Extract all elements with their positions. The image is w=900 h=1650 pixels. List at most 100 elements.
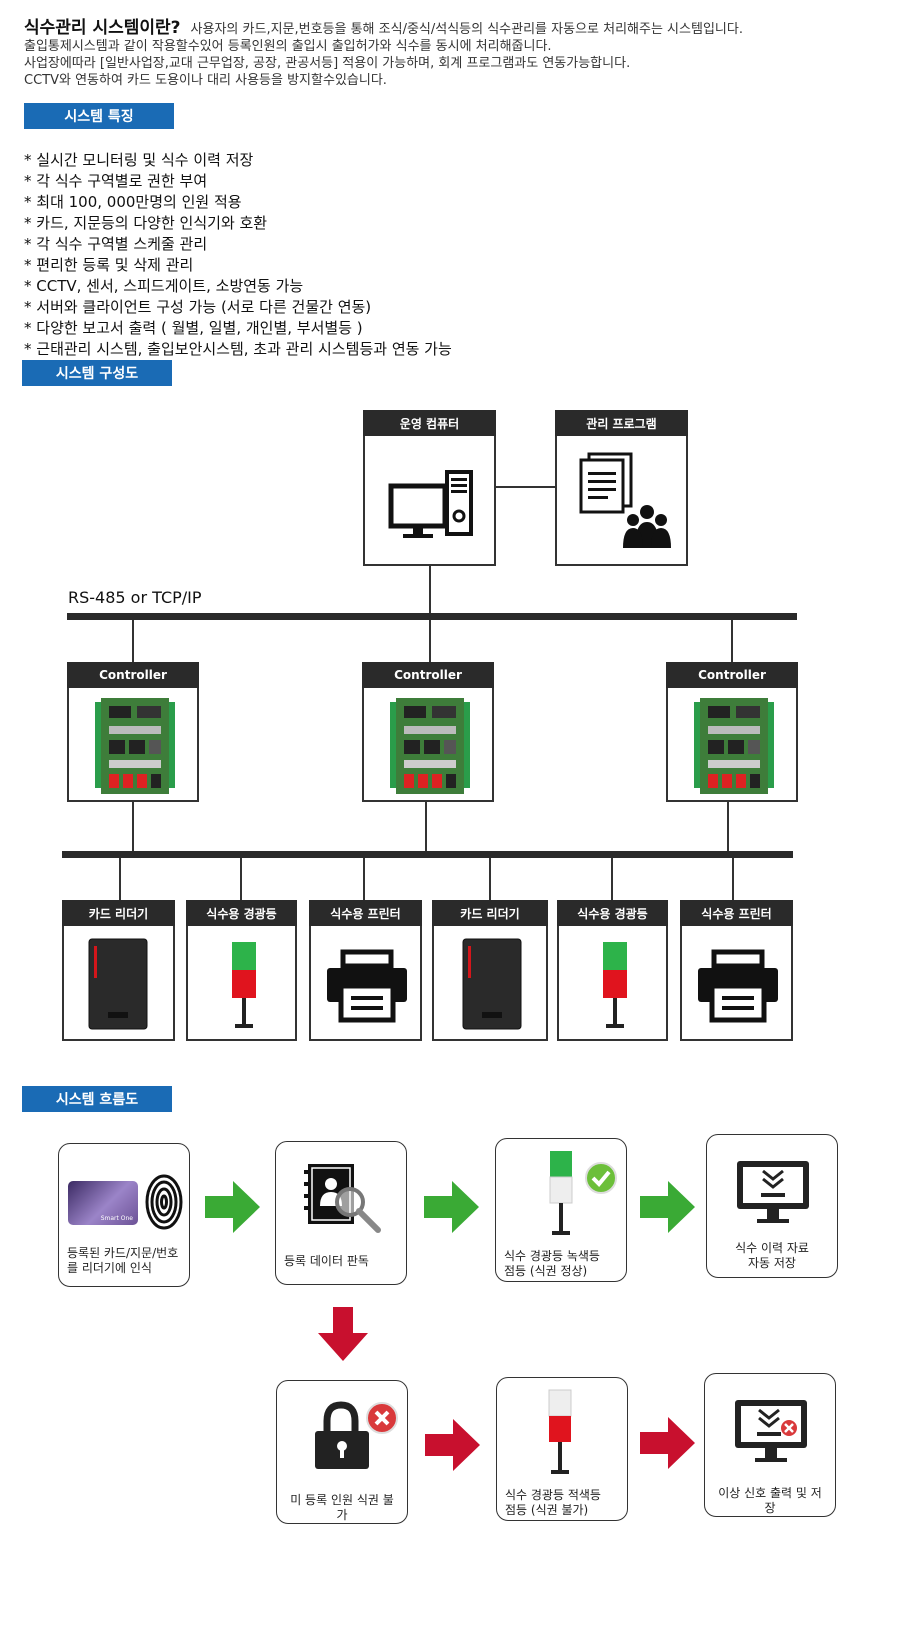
controller-box: Controller [666, 662, 798, 802]
connector-line [496, 486, 555, 488]
address-book-search-icon [304, 1164, 381, 1233]
signal-lamp-icon [603, 942, 627, 1028]
intro-line-3: 사업장에따라 [일반사업장,교대 근무업장, 공장, 관공서등] 적용이 가능하… [24, 56, 631, 71]
network-bus [67, 613, 797, 620]
connector-line [132, 802, 134, 852]
flow-section-title: 시스템 흐름도 [22, 1086, 172, 1112]
flow-caption: 식수 이력 자료 자동 저장 [735, 1241, 809, 1270]
device-label: 식수용 프린터 [309, 900, 422, 926]
intro-line-4: CCTV와 연동하여 카드 도용이나 대리 사용등을 방지할수있습니다. [24, 73, 387, 88]
card-brand-text: Smart One [100, 1215, 133, 1222]
connector-line [425, 802, 427, 852]
program-box: 관리 프로그램 [555, 410, 688, 566]
controller-label: Controller [67, 662, 199, 688]
connector-line [429, 566, 431, 614]
signal-lamp-box: 식수용 경광등 [186, 900, 297, 1041]
card-reader-icon [88, 938, 148, 1030]
flow-step-denied: 미 등록 인원 식권 불가 [276, 1380, 408, 1524]
flow-step-alert: 이상 신호 출력 및 저장 [704, 1373, 836, 1517]
flow-caption: 이상 신호 출력 및 저장 [718, 1486, 822, 1515]
intro-line-1: 사용자의 카드,지문,번호등을 통해 조식/중식/석식등의 식수관리를 자동으로… [190, 22, 743, 37]
controller-label: Controller [666, 662, 798, 688]
controller-box: Controller [362, 662, 494, 802]
red-down-arrow-icon [318, 1307, 368, 1361]
printer-box: 식수용 프린터 [309, 900, 422, 1041]
printer-icon [327, 949, 407, 1023]
flow-step-verify: 등록 데이터 판독 [275, 1141, 407, 1285]
printer-box: 식수용 프린터 [680, 900, 793, 1041]
feature-item: * 각 식수 구역별 스케줄 관리 [24, 235, 208, 253]
monitor-alert-icon [735, 1400, 807, 1462]
connector-line [489, 858, 491, 900]
circuit-board-icon [390, 698, 470, 794]
flow-caption: 등록 데이터 판독 [284, 1254, 369, 1268]
check-icon [585, 1162, 617, 1194]
flow-caption: 등록된 카드/지문/번호 를 리더기에 인식 [67, 1246, 179, 1275]
green-arrow-icon [205, 1181, 260, 1233]
monitor-download-icon [737, 1161, 809, 1223]
computer-box: 운영 컴퓨터 [363, 410, 496, 566]
connector-line [732, 858, 734, 900]
controller-board [694, 696, 774, 796]
card-reader-icon [462, 938, 522, 1030]
card-reader-box: 카드 리더기 [62, 900, 175, 1041]
controller-box: Controller [67, 662, 199, 802]
red-arrow-icon [640, 1417, 695, 1469]
feature-item: * 카드, 지문등의 다양한 인식기와 호환 [24, 214, 268, 232]
signal-lamp-icon [232, 942, 256, 1028]
device-label: 카드 리더기 [62, 900, 175, 926]
feature-list: * 실시간 모니터링 및 식수 이력 저장 * 각 식수 구역별로 권한 부여 … [24, 150, 452, 360]
feature-item: * CCTV, 센서, 스피드게이트, 소방연동 가능 [24, 277, 304, 295]
controller-label: Controller [362, 662, 494, 688]
computer-icon [388, 470, 473, 538]
circuit-board-icon [95, 698, 175, 794]
card-reader-box: 카드 리더기 [432, 900, 548, 1041]
feature-item: * 편리한 등록 및 삭제 관리 [24, 256, 194, 274]
flow-step-recognize: Smart One 등록된 카드/지문/번호 를 리더기에 인식 [58, 1143, 190, 1287]
feature-item: * 근태관리 시스템, 출입보안시스템, 초과 관리 시스템등과 연동 가능 [24, 340, 452, 358]
green-arrow-icon [640, 1181, 695, 1233]
connector-line [727, 802, 729, 852]
computer-label: 운영 컴퓨터 [363, 410, 496, 436]
flow-step-green-light: 식수 경광등 녹색등 점등 (식권 정상) [495, 1138, 627, 1282]
controller-board [390, 696, 470, 796]
flow-step-save: 식수 이력 자료 자동 저장 [706, 1134, 838, 1278]
feature-item: * 최대 100, 000만명의 인원 적용 [24, 193, 242, 211]
lock-icon [315, 1401, 369, 1469]
circuit-board-icon [694, 698, 774, 794]
red-lamp-icon [548, 1389, 572, 1474]
connector-line [731, 620, 733, 662]
error-x-icon [366, 1402, 398, 1434]
feature-item: * 실시간 모니터링 및 식수 이력 저장 [24, 151, 254, 169]
intro: 식수관리 시스템이란? 사용자의 카드,지문,번호등을 통해 조식/중식/석식등의… [24, 20, 884, 89]
fingerprint-icon [145, 1174, 183, 1230]
flow-caption: 식수 경광등 적색등 점등 (식권 불가) [505, 1488, 601, 1517]
flow-caption: 식수 경광등 녹색등 점등 (식권 정상) [504, 1249, 600, 1278]
flow-caption: 미 등록 인원 식권 불가 [290, 1493, 394, 1522]
printer-icon [698, 949, 778, 1023]
connector-line [363, 858, 365, 900]
device-label: 식수용 경광등 [186, 900, 297, 926]
intro-title: 식수관리 시스템이란? [24, 18, 181, 38]
signal-lamp-box: 식수용 경광등 [557, 900, 668, 1041]
device-label: 카드 리더기 [432, 900, 548, 926]
green-lamp-icon [549, 1151, 573, 1235]
flow-step-red-light: 식수 경광등 적색등 점등 (식권 불가) [496, 1377, 628, 1521]
feature-item: * 서버와 클라이언트 구성 가능 (서로 다른 건물간 연동) [24, 298, 372, 316]
program-label: 관리 프로그램 [555, 410, 688, 436]
connector-line [119, 858, 121, 900]
device-label: 식수용 경광등 [557, 900, 668, 926]
feature-item: * 다양한 보고서 출력 ( 월별, 일별, 개인별, 부서별등 ) [24, 319, 363, 337]
card-icon: Smart One [68, 1181, 138, 1225]
features-section-title: 시스템 특징 [24, 103, 174, 129]
feature-item: * 각 식수 구역별로 권한 부여 [24, 172, 208, 190]
documents-people-icon [579, 452, 671, 548]
device-label: 식수용 프린터 [680, 900, 793, 926]
controller-board [95, 696, 175, 796]
structure-section-title: 시스템 구성도 [22, 360, 172, 386]
connector-line [611, 858, 613, 900]
green-arrow-icon [424, 1181, 479, 1233]
connector-line [429, 620, 431, 662]
connector-line [132, 620, 134, 662]
device-bus [62, 851, 793, 858]
